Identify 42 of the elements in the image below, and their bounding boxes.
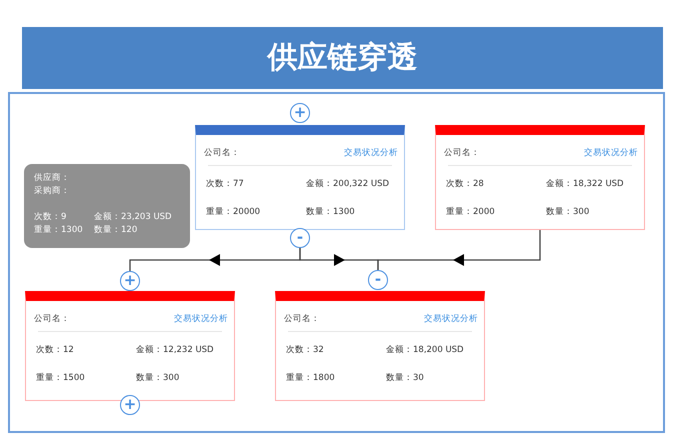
minus-button: - (368, 270, 388, 290)
stat-text: 金额：18,200 USD (386, 344, 464, 356)
plus-button: + (290, 103, 310, 123)
stat-text: 次数：77 (206, 178, 244, 190)
company-card (25, 291, 235, 401)
plus-button: + (120, 271, 140, 291)
stat-text: 数量：30 (386, 372, 424, 384)
tooltip-card (24, 164, 190, 248)
plus-button: + (120, 395, 140, 415)
company-card (435, 125, 645, 230)
stat-text: 重量：20000 (206, 206, 260, 218)
minus-button: - (290, 228, 310, 248)
stat-text: 数量：1300 (306, 206, 355, 218)
tooltip-text: 重量：1300 (34, 224, 83, 236)
analysis-link: 交易状况分析 (344, 147, 398, 159)
field-label: 公司名： (284, 313, 320, 325)
analysis-link: 交易状况分析 (584, 147, 638, 159)
tooltip-text: 数量：120 (94, 224, 138, 236)
tooltip-text: 次数：9 (34, 211, 66, 223)
title-banner: 供应链穿透 (22, 27, 663, 89)
tooltip-text: 金额：23,203 USD (94, 211, 172, 223)
stat-text: 重量：1800 (286, 372, 335, 384)
stat-text: 重量：1500 (36, 372, 85, 384)
stat-text: 金额：12,232 USD (136, 344, 214, 356)
stat-text: 金额：200,322 USD (306, 178, 390, 190)
field-label: 公司名： (444, 147, 480, 159)
stat-text: 次数：12 (36, 344, 74, 356)
stat-text: 金额：18,322 USD (546, 178, 624, 190)
field-label: 公司名： (204, 147, 240, 159)
tooltip-text: 采购商： (34, 185, 70, 197)
stat-text: 次数：28 (446, 178, 484, 190)
stat-text: 数量：300 (136, 372, 180, 384)
field-label: 公司名： (34, 313, 70, 325)
company-card (275, 291, 485, 401)
stat-text: 次数：32 (286, 344, 324, 356)
analysis-link: 交易状况分析 (174, 313, 228, 325)
stat-text: 数量：300 (546, 206, 590, 218)
company-card (195, 125, 405, 230)
tooltip-text: 供应商： (34, 172, 70, 184)
arrow (377, 230, 541, 270)
stat-text: 重量：2000 (446, 206, 495, 218)
analysis-link: 交易状况分析 (424, 313, 478, 325)
